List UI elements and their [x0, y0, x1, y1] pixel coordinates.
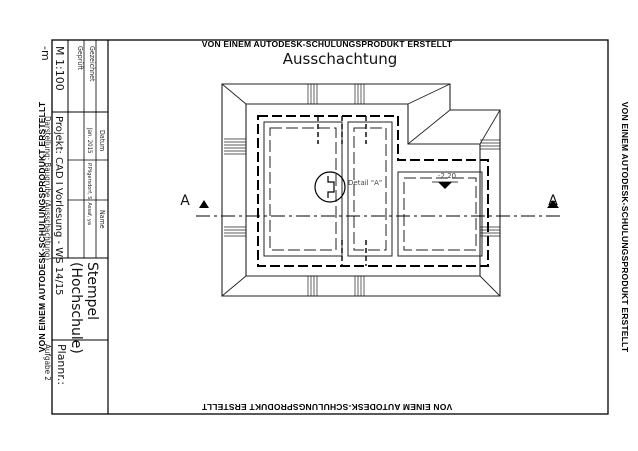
detail-a-circle [314, 171, 346, 203]
plan-title: Ausschachtung [283, 50, 398, 68]
section-arrow-right [547, 200, 559, 208]
aufgabe-label: Aufgabe 2 [43, 344, 52, 381]
gezeichnet-label: Gezeichnet [88, 46, 96, 82]
stempel-label: Stempel [84, 262, 100, 320]
slope-hatch-bottom [307, 276, 365, 296]
name-header: Name [98, 210, 106, 229]
foundation-outline [257, 115, 489, 267]
level-triangle [438, 182, 452, 189]
plannr-label: Plannr.: [55, 344, 68, 385]
section-arrow-left [199, 200, 209, 208]
watermark-top: VON EINEM AUTODESK-SCHULUNGSPRODUKT ERST… [202, 39, 453, 49]
projekt-label: Projekt: CAD I Vorlesung - WS 14/15 [53, 116, 64, 296]
hochschule-label: (Hochschule) [68, 262, 84, 354]
watermark-left: VON EINEM AUTODESK-SCHULUNGSPRODUKT ERST… [37, 101, 47, 352]
wall-lines [263, 121, 483, 257]
watermark-right: VON EINEM AUTODESK-SCHULUNGSPRODUKT ERST… [620, 102, 630, 353]
pit-markers [317, 116, 367, 266]
watermark-bottom: VON EINEM AUTODESK-SCHULUNGSPRODUKT ERST… [201, 402, 452, 412]
unit-label: -m [39, 46, 52, 61]
slope-diagonals [221, 83, 501, 297]
scale-label: M 1:100 [53, 46, 66, 91]
slope-hatch-top [307, 84, 365, 104]
geprueft-label: Geprüft [76, 46, 84, 70]
darstellung-label: Darstellung: Baugrube (Ausschachtung) [43, 116, 52, 260]
detail-a-label: Detail "A" [348, 179, 382, 187]
slope-hatch-right [480, 139, 500, 237]
level-label: -2.20 [438, 172, 456, 180]
title-block: Gezeichnet Geprüft Datum Name Jan. 2015 … [39, 40, 109, 414]
excavation-plan: Detail "A" -2.20 A A [180, 83, 560, 297]
name-value: P.Pilgersdorf, S. Assaf, ya [86, 163, 92, 225]
slope-hatch-left [224, 138, 246, 237]
sheet-border [51, 39, 609, 415]
section-marker-left: A [180, 193, 190, 209]
detail-a-symbol [327, 176, 335, 198]
datum-header: Datum [98, 130, 106, 151]
datum-value: Jan. 2015 [86, 127, 93, 153]
